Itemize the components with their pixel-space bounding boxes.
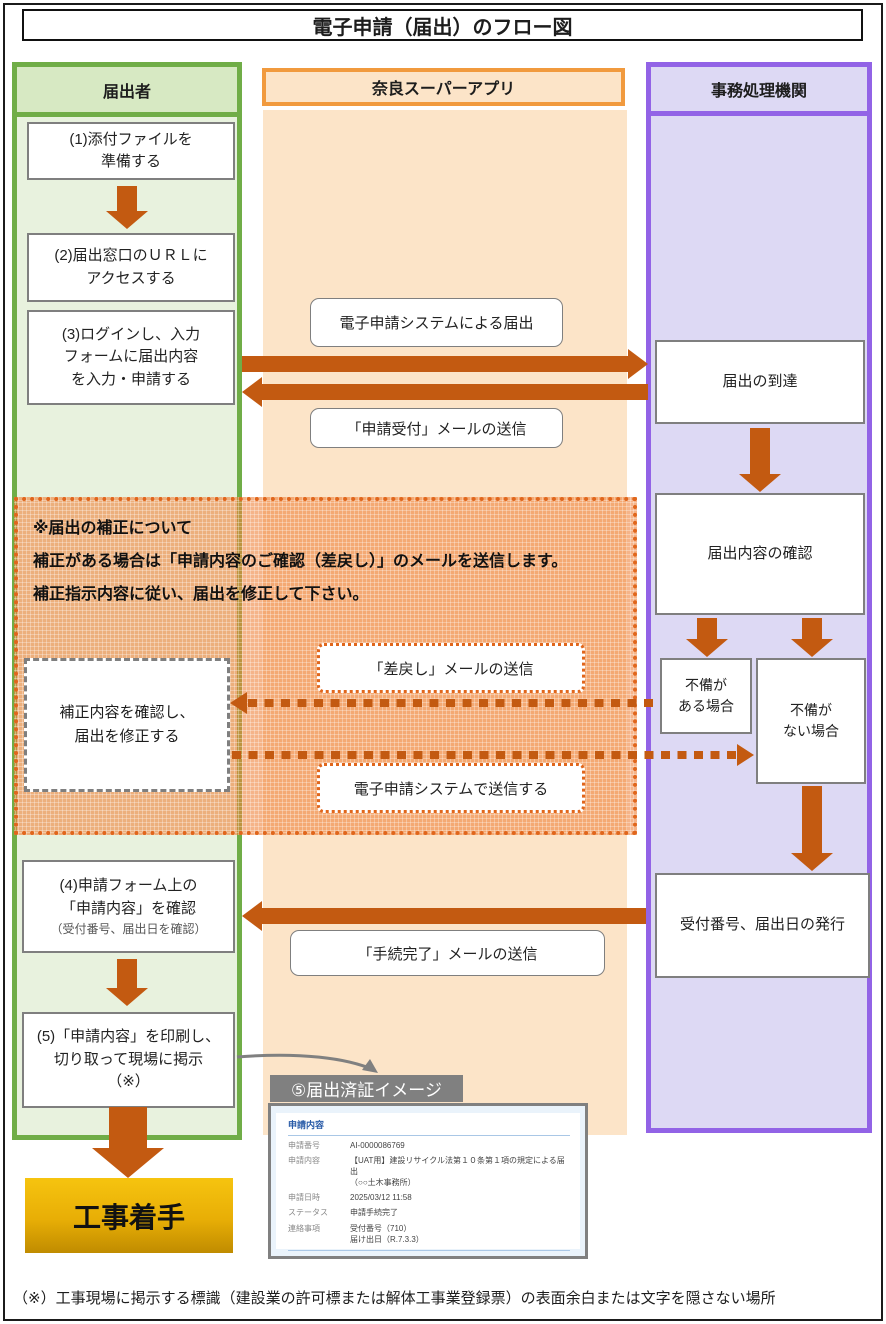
step2-box: (2)届出窓口のＵＲＬに アクセスする [27,233,235,302]
correction-note-line1: ※届出の補正について [33,520,193,537]
lane-office-header: 事務処理機関 [651,67,867,116]
lane-app-header: 奈良スーパーアプリ [262,68,625,106]
step4-main-text: (4)申請フォーム上の 「申請内容」を確認 [59,877,198,917]
certificate-row: 申請番号 AI-0000086769 [288,1141,570,1152]
cert-row-value: 2025/03/12 11:58 [350,1193,412,1203]
cert-row-label: 申請日時 [288,1193,320,1203]
office-arrival-box: 届出の到達 [655,340,865,424]
page-border [3,3,883,1321]
defect-yes-box: 不備が ある場合 [660,658,752,734]
arrow-receipt-left [242,377,648,407]
certificate-row: 申請日時 2025/03/12 11:58 [288,1193,570,1204]
label-receipt-mail: 「申請受付」メールの送信 [310,408,563,448]
step4-box: (4)申請フォーム上の 「申請内容」を確認 （受付番号、届出日を確認） [22,860,235,953]
certificate-screenshot: 申請内容 申請番号 AI-0000086769 申請内容 【UAT用】建設リサイ… [268,1103,588,1259]
arrow-complete-left [242,901,646,931]
defect-no-box: 不備が ない場合 [756,658,866,784]
step1-box: (1)添付ファイルを 準備する [27,122,235,180]
cert-row-value: AI-0000086769 [350,1141,405,1150]
lane-applicant-header: 届出者 [17,67,237,117]
arrow-step1-step2 [106,186,148,229]
dotted-arrow-resend-line [232,751,737,759]
certificate-label-bar: ⑤届出済証イメージ [270,1075,463,1102]
footnote: （※）工事現場に掲示する標識（建設業の許可標または解体工事業登録票）の表面余白ま… [13,1290,776,1307]
step3-box: (3)ログインし、入力 フォームに届出内容 を入力・申請する [27,310,235,405]
certificate-divider [288,1249,570,1251]
certificate-content: 申請内容 申請番号 AI-0000086769 申請内容 【UAT用】建設リサイ… [276,1113,580,1251]
certificate-row: ステータス 申請手続完了 [288,1208,570,1219]
step5-box: (5)「申請内容」を印刷し、 切り取って現場に掲示 （※） [22,1012,235,1108]
dotted-arrow-return-head [230,692,247,714]
arrow-defectno-issue [790,786,834,871]
correction-note-line3: 補正指示内容に従い、届出を修正して下さい。 [33,586,369,603]
cert-row-label: 連絡事項 [288,1223,320,1233]
cert-row-label: 申請番号 [288,1141,320,1150]
cert-row-label: 申請内容 [288,1156,320,1166]
certificate-header: 申請内容 [288,1118,570,1136]
dotted-arrow-return-line [248,699,660,707]
arrow-check-defect-no [791,618,833,657]
cert-row-label: ステータス [288,1208,328,1218]
step4-sub-text: （受付番号、届出日を確認） [50,922,207,936]
office-check-box: 届出内容の確認 [655,493,865,615]
cert-row-value: 【UAT用】建設リサイクル法第１０条第１項の規定による届出 （○○土木事務所） [350,1156,565,1187]
arrow-step5-construction [92,1107,164,1178]
certificate-row: 申請内容 【UAT用】建設リサイクル法第１０条第１項の規定による届出 （○○土木… [288,1156,570,1188]
office-issue-box: 受付番号、届出日の発行 [655,873,870,978]
label-resend: 電子申請システムで送信する [317,763,585,813]
cert-row-value: 受付番号（710） 届け出日（R.7.3.3） [350,1223,424,1244]
dotted-arrow-resend-head [737,744,754,766]
arrow-submit-right [242,349,648,379]
start-construction-box: 工事着手 [25,1178,233,1253]
arrow-step4-step5 [106,959,148,1006]
label-complete-mail: 「手続完了」メールの送信 [290,930,605,976]
certificate-row: 連絡事項 受付番号（710） 届け出日（R.7.3.3） [288,1224,570,1246]
arrow-arrival-check [738,428,782,492]
fix-content-box: 補正内容を確認し、 届出を修正する [24,658,230,792]
label-return-mail: 「差戻し」メールの送信 [317,643,585,693]
label-submit: 電子申請システムによる届出 [310,298,563,347]
page-title: 電子申請（届出）のフロー図 [22,9,863,41]
cert-row-value: 申請手続完了 [350,1208,398,1218]
arrow-check-defect-yes [686,618,728,657]
correction-note-line2: 補正がある場合は「申請内容のご確認（差戻し）」のメールを送信します。 [33,553,568,570]
